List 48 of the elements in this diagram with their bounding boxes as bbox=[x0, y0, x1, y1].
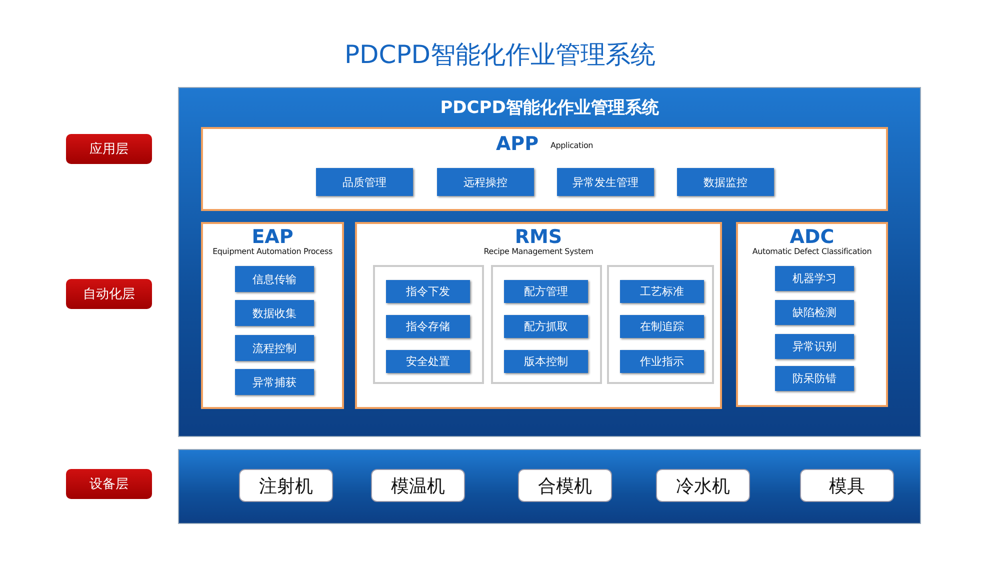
group-box bbox=[607, 265, 714, 384]
module-box bbox=[201, 222, 344, 409]
function-box: 指令下发 bbox=[386, 280, 470, 303]
device-box: 模具 bbox=[800, 469, 894, 502]
module-title: APP bbox=[496, 133, 539, 155]
device-box: 合模机 bbox=[518, 469, 612, 502]
function-box: 品质管理 bbox=[316, 168, 413, 196]
function-box: 异常识别 bbox=[775, 334, 854, 359]
function-box: 数据监控 bbox=[677, 168, 774, 196]
function-box: 异常捕获 bbox=[235, 369, 314, 395]
function-box: 作业指示 bbox=[620, 350, 704, 373]
function-box: 配方抓取 bbox=[504, 315, 588, 338]
system-panel bbox=[178, 87, 921, 437]
function-box: 数据收集 bbox=[235, 300, 314, 326]
panel-title: PDCPD智能化作业管理系统 bbox=[439, 97, 660, 119]
function-box: 配方管理 bbox=[504, 280, 588, 303]
group-box bbox=[491, 265, 602, 384]
device-box: 模温机 bbox=[371, 469, 465, 502]
function-box: 机器学习 bbox=[775, 266, 854, 291]
function-box: 缺陷检测 bbox=[775, 300, 854, 325]
diagram-title: PDCPD智能化作业管理系统 bbox=[343, 39, 657, 71]
function-box: 流程控制 bbox=[235, 335, 314, 361]
system-panel bbox=[178, 449, 921, 524]
function-box: 安全处置 bbox=[386, 350, 470, 373]
module-box bbox=[355, 222, 722, 409]
module-subtitle: Automatic Defect Classification bbox=[751, 248, 873, 256]
module-box bbox=[736, 222, 888, 407]
module-box bbox=[201, 127, 888, 211]
function-box: 远程操控 bbox=[437, 168, 534, 196]
function-box: 指令存储 bbox=[386, 315, 470, 338]
module-subtitle: Equipment Automation Process bbox=[212, 248, 334, 256]
function-box: 工艺标准 bbox=[620, 280, 704, 303]
module-title: RMS bbox=[514, 226, 562, 248]
function-box: 在制追踪 bbox=[620, 315, 704, 338]
layer-tag: 应用层 bbox=[66, 134, 152, 164]
layer-tag: 设备层 bbox=[66, 469, 152, 499]
module-title: EAP bbox=[252, 226, 294, 248]
device-box: 注射机 bbox=[239, 469, 333, 502]
function-box: 版本控制 bbox=[504, 350, 588, 373]
function-box: 信息传输 bbox=[235, 266, 314, 292]
device-box: 冷水机 bbox=[656, 469, 750, 502]
module-title: ADC bbox=[790, 226, 834, 248]
function-box: 防呆防错 bbox=[775, 366, 854, 391]
layer-tag: 自动化层 bbox=[66, 279, 152, 309]
function-box: 异常发生管理 bbox=[557, 168, 654, 196]
module-subtitle: Application bbox=[550, 142, 594, 150]
module-subtitle: Recipe Management System bbox=[482, 248, 594, 256]
group-box bbox=[373, 265, 484, 384]
